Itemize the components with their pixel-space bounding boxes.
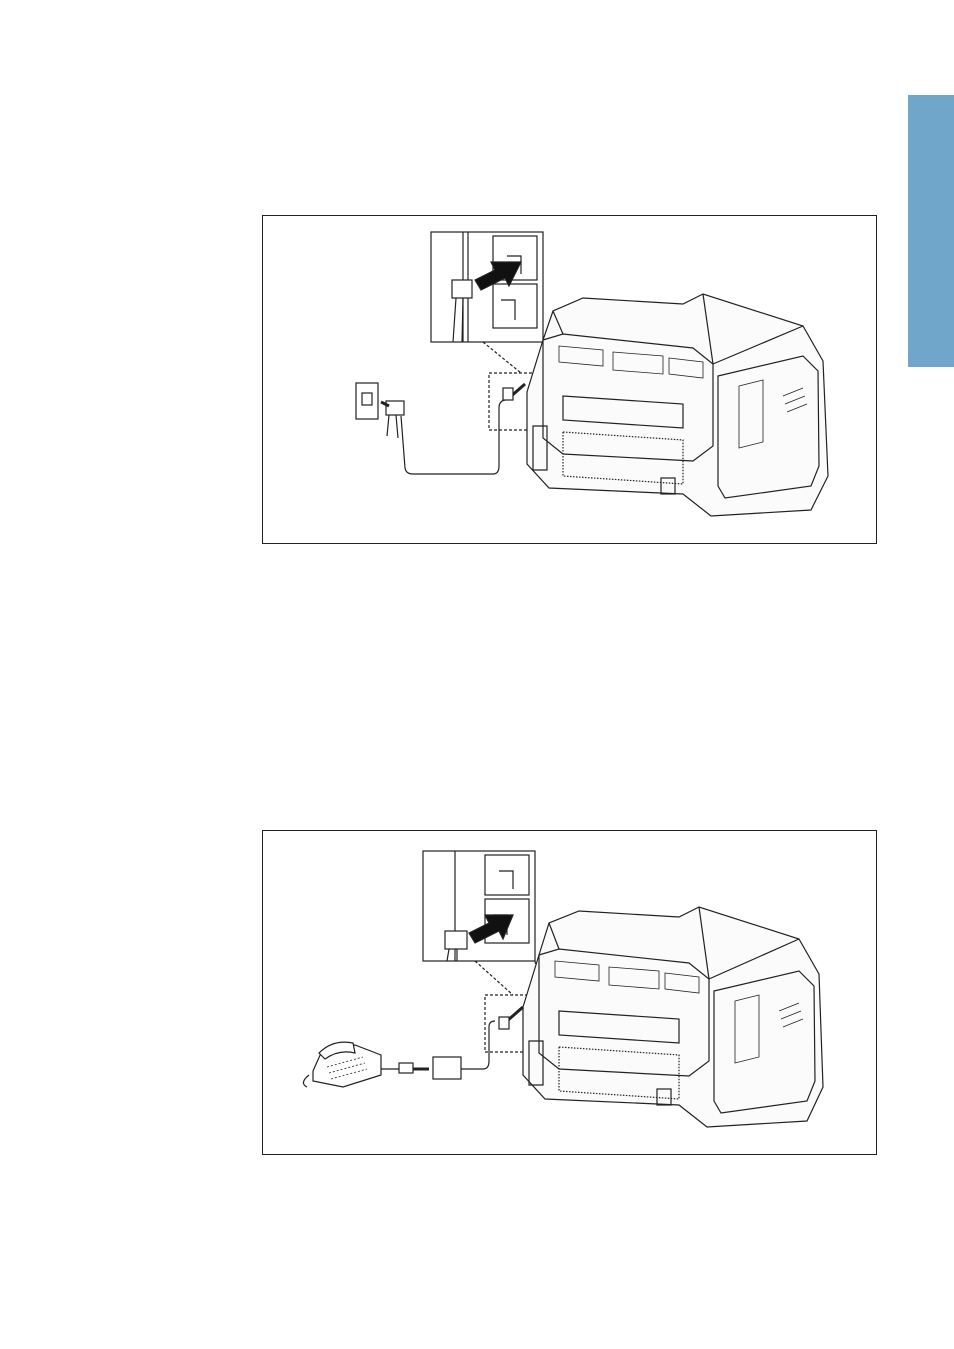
inset-detail bbox=[431, 232, 543, 342]
inset-plug-icon bbox=[452, 280, 472, 298]
chapter-side-tab bbox=[908, 95, 954, 367]
ext-cord bbox=[461, 1021, 495, 1069]
inset-plug-icon bbox=[445, 931, 467, 949]
line-connection-illustration bbox=[263, 216, 878, 545]
inset-detail bbox=[423, 851, 535, 961]
fax-machine-icon bbox=[499, 907, 823, 1127]
adapter-icon bbox=[433, 1057, 461, 1079]
figure-extension-phone bbox=[262, 830, 877, 1155]
figure-line-connection bbox=[262, 215, 877, 544]
fax-machine-icon bbox=[503, 294, 828, 516]
extension-phone-illustration bbox=[263, 831, 878, 1156]
wall-jack-icon bbox=[356, 383, 378, 419]
phone-plug-icon bbox=[399, 1063, 413, 1073]
telephone-icon bbox=[303, 1042, 381, 1087]
